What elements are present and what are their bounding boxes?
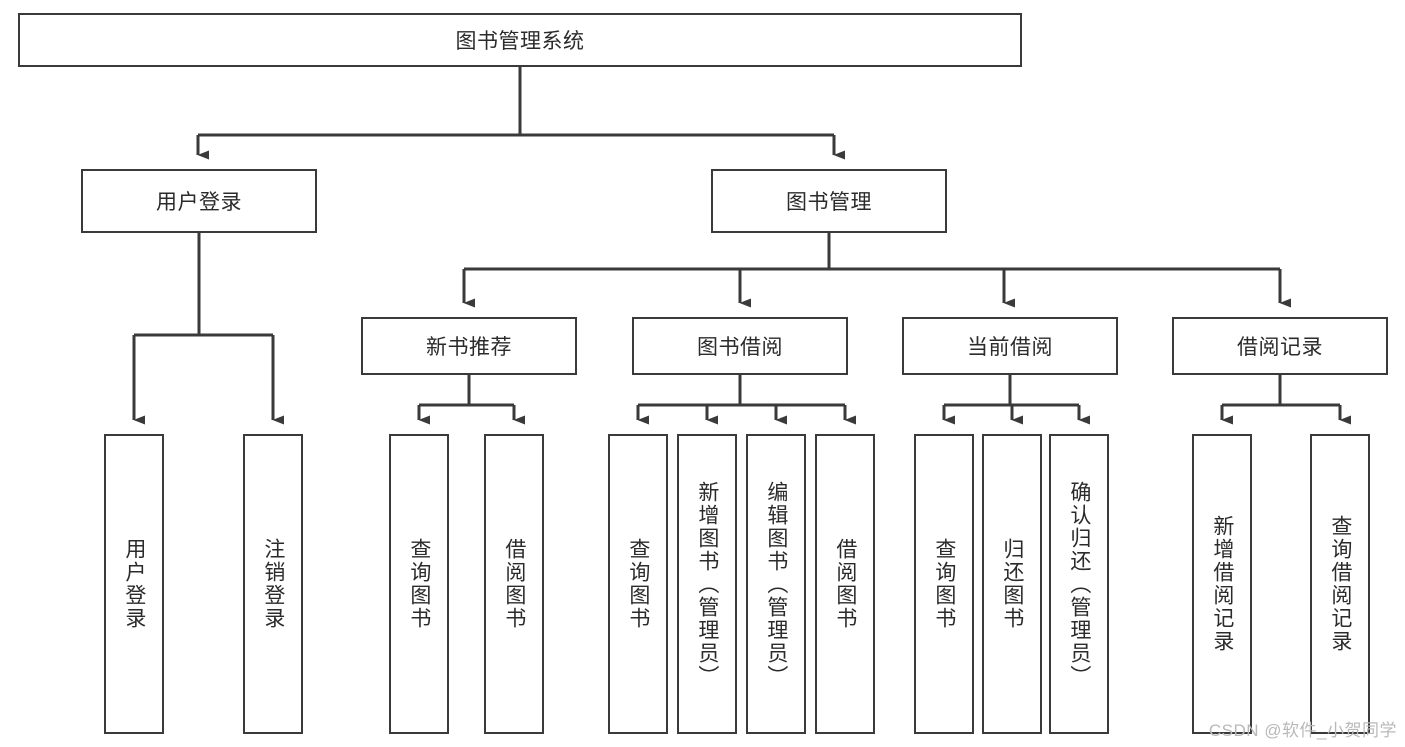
node-leaf-add-book[interactable]: 新增图书（管理员） bbox=[677, 434, 737, 734]
node-leaf-edit-book-label: 编辑图书（管理员） bbox=[764, 480, 788, 688]
node-leaf-query-book-3-label: 查询图书 bbox=[932, 538, 956, 630]
node-leaf-user-logout-label: 注销登录 bbox=[261, 538, 285, 630]
node-leaf-return-book[interactable]: 归还图书 bbox=[982, 434, 1042, 734]
node-leaf-query-book-2-label: 查询图书 bbox=[626, 538, 650, 630]
node-leaf-query-record-label: 查询借阅记录 bbox=[1328, 515, 1352, 653]
node-book-borrow[interactable]: 图书借阅 bbox=[632, 317, 848, 375]
node-root-label: 图书管理系统 bbox=[455, 30, 585, 53]
node-leaf-add-book-label: 新增图书（管理员） bbox=[695, 480, 719, 688]
node-leaf-borrow-book-2[interactable]: 借阅图书 bbox=[815, 434, 875, 734]
node-leaf-query-book-1-label: 查询图书 bbox=[407, 538, 431, 630]
node-leaf-confirm-return-label: 确认归还（管理员） bbox=[1067, 480, 1091, 688]
node-leaf-add-record-label: 新增借阅记录 bbox=[1210, 515, 1234, 653]
node-user-login[interactable]: 用户登录 bbox=[81, 169, 317, 233]
node-leaf-query-book-1[interactable]: 查询图书 bbox=[389, 434, 449, 734]
node-leaf-borrow-book-1[interactable]: 借阅图书 bbox=[484, 434, 544, 734]
node-leaf-add-record[interactable]: 新增借阅记录 bbox=[1192, 434, 1252, 734]
node-leaf-borrow-book-1-label: 借阅图书 bbox=[502, 538, 526, 630]
node-new-book-recommend-label: 新书推荐 bbox=[426, 336, 512, 359]
node-borrow-record-label: 借阅记录 bbox=[1237, 336, 1323, 359]
node-leaf-query-record[interactable]: 查询借阅记录 bbox=[1310, 434, 1370, 734]
node-current-borrow[interactable]: 当前借阅 bbox=[902, 317, 1118, 375]
node-leaf-user-login-label: 用户登录 bbox=[122, 538, 146, 630]
node-user-login-label: 用户登录 bbox=[156, 191, 242, 214]
node-leaf-user-logout[interactable]: 注销登录 bbox=[243, 434, 303, 734]
node-book-borrow-label: 图书借阅 bbox=[697, 336, 783, 359]
node-leaf-user-login[interactable]: 用户登录 bbox=[104, 434, 164, 734]
node-leaf-confirm-return[interactable]: 确认归还（管理员） bbox=[1049, 434, 1109, 734]
node-new-book-recommend[interactable]: 新书推荐 bbox=[361, 317, 577, 375]
node-leaf-borrow-book-2-label: 借阅图书 bbox=[833, 538, 857, 630]
node-current-borrow-label: 当前借阅 bbox=[967, 336, 1053, 359]
node-root[interactable]: 图书管理系统 bbox=[18, 13, 1022, 67]
node-leaf-query-book-2[interactable]: 查询图书 bbox=[608, 434, 668, 734]
node-leaf-return-book-label: 归还图书 bbox=[1000, 538, 1024, 630]
node-book-manage-label: 图书管理 bbox=[786, 191, 872, 214]
node-book-manage[interactable]: 图书管理 bbox=[711, 169, 947, 233]
node-leaf-edit-book[interactable]: 编辑图书（管理员） bbox=[746, 434, 806, 734]
node-leaf-query-book-3[interactable]: 查询图书 bbox=[914, 434, 974, 734]
node-borrow-record[interactable]: 借阅记录 bbox=[1172, 317, 1388, 375]
